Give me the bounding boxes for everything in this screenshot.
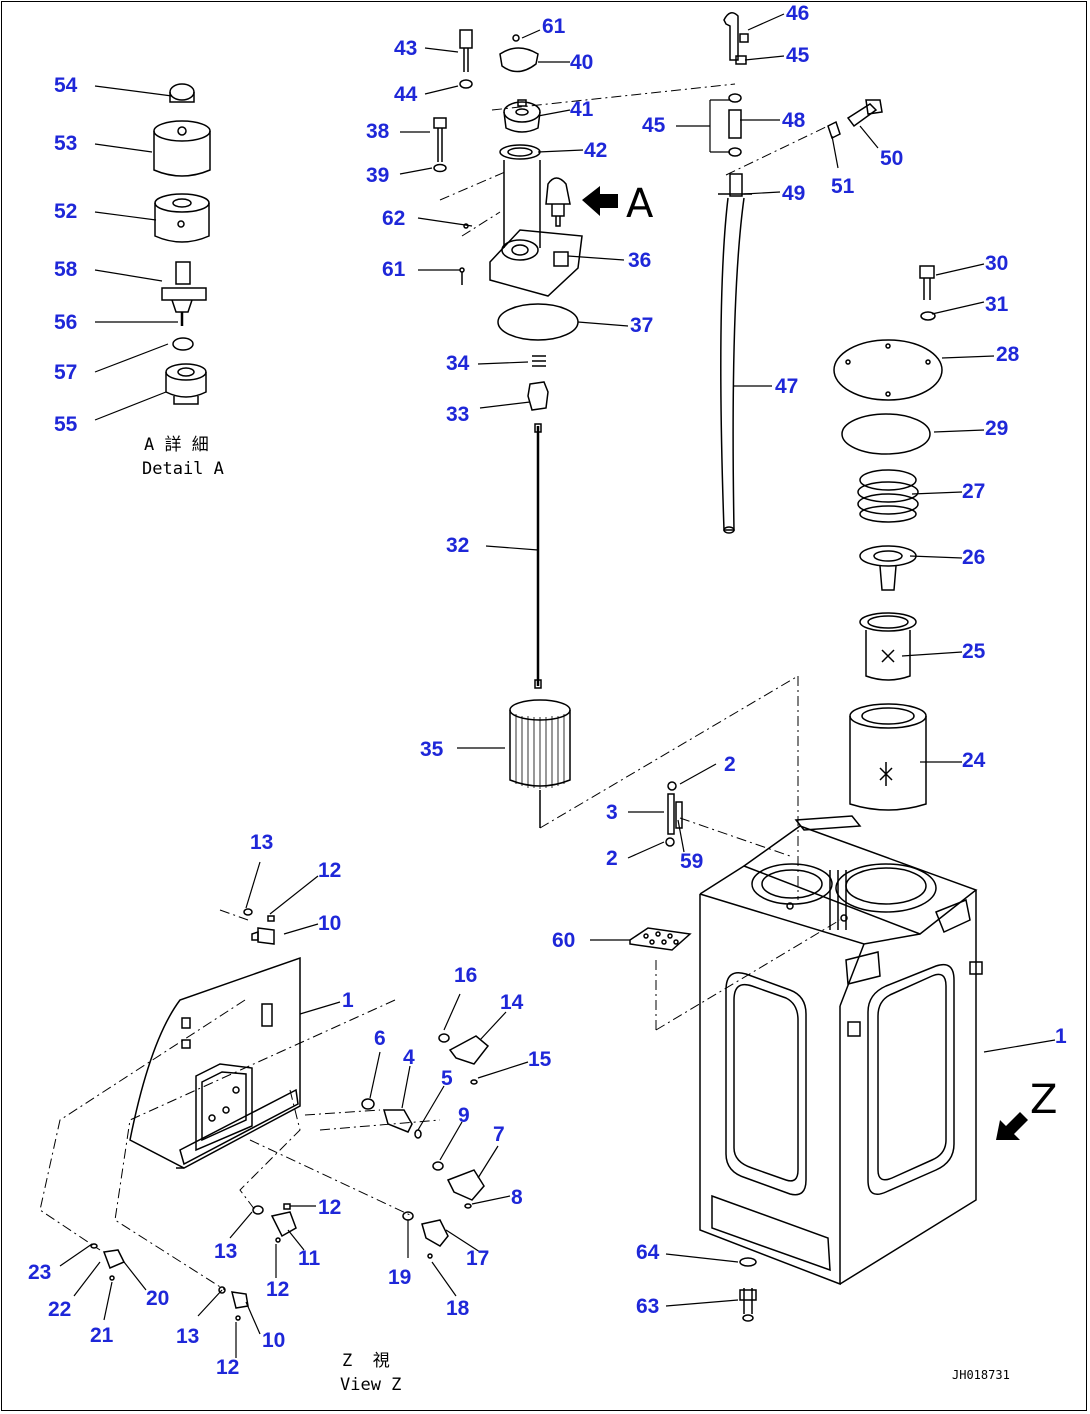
part-label-5: 5 xyxy=(441,1067,453,1090)
part-label-22: 22 xyxy=(48,1298,72,1321)
part-label-3: 3 xyxy=(606,801,618,824)
detail-a-caption-jp: A 詳 細 xyxy=(144,435,209,455)
part-label-26: 26 xyxy=(962,546,986,569)
part-label-18: 18 xyxy=(446,1297,470,1320)
part-label-48: 48 xyxy=(782,109,806,132)
part-label-46: 46 xyxy=(786,2,810,25)
detail-a-caption-en: Detail A xyxy=(142,459,224,479)
part-label-1-panel: 1 xyxy=(342,989,354,1012)
part-label-12-bottom: 12 xyxy=(216,1356,240,1379)
part-label-39: 39 xyxy=(366,164,390,187)
part-label-52: 52 xyxy=(54,200,78,223)
part-label-40: 40 xyxy=(570,51,594,74)
part-label-24: 24 xyxy=(962,749,986,772)
part-label-12-top: 12 xyxy=(318,859,342,882)
part-label-34: 34 xyxy=(446,352,470,375)
part-label-31: 31 xyxy=(985,293,1009,316)
part-label-60: 60 xyxy=(552,929,576,952)
part-label-13-mid: 13 xyxy=(214,1240,238,1263)
part-label-29: 29 xyxy=(985,417,1009,440)
part-label-41: 41 xyxy=(570,98,594,121)
part-label-42: 42 xyxy=(584,139,608,162)
part-label-47: 47 xyxy=(775,375,799,398)
part-label-6: 6 xyxy=(374,1027,386,1050)
part-label-28: 28 xyxy=(996,343,1020,366)
part-label-8: 8 xyxy=(511,1186,523,1209)
part-label-44: 44 xyxy=(394,83,418,106)
part-label-59: 59 xyxy=(680,850,704,873)
part-label-12-low: 12 xyxy=(266,1278,290,1301)
part-label-9: 9 xyxy=(458,1104,470,1127)
part-label-23: 23 xyxy=(28,1261,52,1284)
hydraulic-tank-body xyxy=(699,815,983,1286)
mounting-bolt-parts xyxy=(739,1257,757,1322)
view-a-letter: A xyxy=(626,181,654,227)
part-label-2-lower: 2 xyxy=(606,847,618,870)
part-label-11: 11 xyxy=(298,1247,321,1270)
part-label-36: 36 xyxy=(628,249,652,272)
part-label-19: 19 xyxy=(388,1266,412,1289)
part-label-13-bottom: 13 xyxy=(176,1325,200,1348)
part-label-33: 33 xyxy=(446,403,470,426)
view-z-caption-en: View Z xyxy=(340,1375,402,1395)
view-z-panel xyxy=(129,956,301,1169)
part-label-35: 35 xyxy=(420,738,444,761)
part-label-53: 53 xyxy=(54,132,78,155)
part-label-15: 15 xyxy=(528,1048,552,1071)
view-a-arrow xyxy=(582,186,618,216)
part-label-57: 57 xyxy=(54,361,78,384)
breather-and-cover-parts xyxy=(433,29,583,828)
part-label-55: 55 xyxy=(54,413,78,436)
part-label-45-right: 45 xyxy=(786,44,810,67)
part-label-13-top: 13 xyxy=(250,831,274,854)
part-label-16: 16 xyxy=(454,964,478,987)
part-label-51: 51 xyxy=(831,175,855,198)
part-label-62: 62 xyxy=(382,207,406,230)
level-gauge-parts xyxy=(718,12,883,534)
part-label-56: 56 xyxy=(54,311,78,334)
part-label-4: 4 xyxy=(403,1046,415,1069)
part-label-58: 58 xyxy=(54,258,78,281)
part-label-7: 7 xyxy=(493,1123,505,1146)
detail-a-parts xyxy=(153,83,211,405)
return-filter-parts xyxy=(833,265,943,811)
view-z-arrow xyxy=(996,1112,1028,1140)
part-label-32: 32 xyxy=(446,534,470,557)
part-label-61-lower: 61 xyxy=(382,258,406,281)
part-label-2-upper: 2 xyxy=(724,753,736,776)
part-label-14: 14 xyxy=(500,991,524,1014)
part-label-49: 49 xyxy=(782,182,806,205)
part-label-1-tank: 1 xyxy=(1055,1025,1067,1048)
part-label-30: 30 xyxy=(985,252,1009,275)
part-label-61-upper: 61 xyxy=(542,15,566,38)
clamp-and-plate-parts xyxy=(629,781,692,951)
part-label-54: 54 xyxy=(54,74,78,97)
drawing-code: JH018731 xyxy=(952,1368,1010,1382)
part-label-43: 43 xyxy=(394,37,418,60)
part-label-10-bottom: 10 xyxy=(262,1329,286,1352)
part-label-10-top: 10 xyxy=(318,912,342,935)
part-label-12-mid: 12 xyxy=(318,1196,342,1219)
alignment-lines xyxy=(39,83,841,1291)
view-z-letter: Z xyxy=(1030,1077,1058,1123)
part-label-50: 50 xyxy=(880,147,904,170)
part-label-25: 25 xyxy=(962,640,986,663)
part-label-45-left: 45 xyxy=(642,114,666,137)
part-label-64: 64 xyxy=(636,1241,660,1264)
view-z-caption-jp: Z 視 xyxy=(342,1351,390,1371)
part-label-20: 20 xyxy=(146,1287,170,1310)
view-z-fittings xyxy=(90,908,490,1321)
part-label-37: 37 xyxy=(630,314,654,337)
leader-lines xyxy=(59,13,1056,1358)
part-label-27: 27 xyxy=(962,480,986,503)
part-label-63: 63 xyxy=(636,1295,660,1318)
part-label-17: 17 xyxy=(466,1247,490,1270)
part-label-21: 21 xyxy=(90,1324,114,1347)
part-label-38: 38 xyxy=(366,120,390,143)
